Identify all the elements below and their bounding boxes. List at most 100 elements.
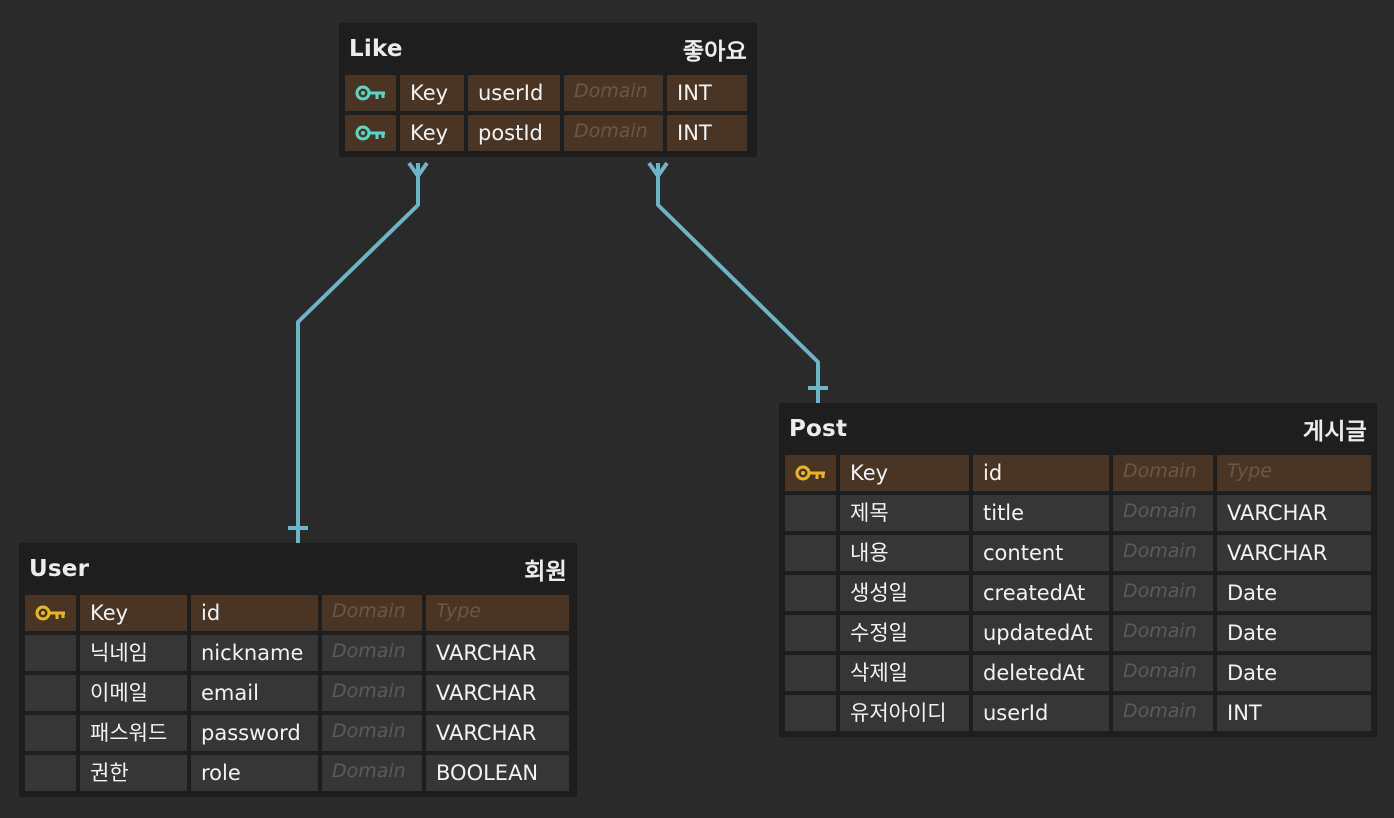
column-comment[interactable]: 이메일 (80, 675, 187, 711)
column-name[interactable]: content (973, 535, 1109, 571)
table-like[interactable]: Like 좋아요 Key userId Domain INT Key postI… (339, 23, 757, 157)
column-domain[interactable]: Domain (322, 755, 422, 791)
column-domain[interactable]: Domain (1113, 695, 1213, 731)
column-icon-slot (785, 495, 836, 531)
column-icon-slot (25, 715, 76, 751)
column-key-label: Key (400, 115, 464, 151)
table-name: User (29, 556, 90, 582)
fk-key-icon (345, 75, 396, 111)
column-type[interactable]: Date (1217, 575, 1371, 611)
table-row[interactable]: Key postId Domain INT (345, 115, 751, 151)
column-type[interactable]: INT (667, 115, 747, 151)
column-name[interactable]: id (973, 455, 1109, 491)
table-row[interactable]: Key userId Domain INT (345, 75, 751, 111)
column-type[interactable]: VARCHAR (1217, 495, 1371, 531)
column-domain[interactable]: Domain (1113, 575, 1213, 611)
column-type[interactable]: VARCHAR (426, 635, 569, 671)
column-name[interactable]: title (973, 495, 1109, 531)
pk-key-icon (785, 455, 836, 491)
column-type[interactable]: Date (1217, 655, 1371, 691)
table-header: Like 좋아요 (345, 23, 751, 75)
column-comment[interactable]: 삭제일 (840, 655, 969, 691)
column-type[interactable]: INT (667, 75, 747, 111)
column-icon-slot (785, 615, 836, 651)
column-name[interactable]: password (191, 715, 318, 751)
table-name: Post (789, 416, 848, 442)
column-comment[interactable]: 수정일 (840, 615, 969, 651)
column-domain[interactable]: Domain (322, 715, 422, 751)
table-row[interactable]: 이메일 email Domain VARCHAR (25, 675, 571, 711)
column-key-label: Key (840, 455, 969, 491)
user-like-line (296, 163, 420, 543)
table-post[interactable]: Post 게시글 Key id Domain Type 제목 title Dom… (779, 403, 1377, 737)
column-domain[interactable]: Domain (322, 675, 422, 711)
column-name[interactable]: updatedAt (973, 615, 1109, 651)
column-domain[interactable]: Domain (1113, 495, 1213, 531)
column-domain[interactable]: Domain (1113, 655, 1213, 691)
column-icon-slot (25, 675, 76, 711)
table-row[interactable]: 수정일 updatedAt Domain Date (785, 615, 1371, 651)
table-row[interactable]: 닉네임 nickname Domain VARCHAR (25, 635, 571, 671)
column-icon-slot (25, 755, 76, 791)
table-row[interactable]: Key id Domain Type (25, 595, 571, 631)
table-row[interactable]: 권한 role Domain BOOLEAN (25, 755, 571, 791)
column-name[interactable]: userId (973, 695, 1109, 731)
table-comment: 좋아요 (682, 39, 747, 65)
column-type[interactable]: VARCHAR (1217, 535, 1371, 571)
column-icon-slot (785, 655, 836, 691)
table-row[interactable]: 삭제일 deletedAt Domain Date (785, 655, 1371, 691)
column-domain[interactable]: Domain (322, 595, 422, 631)
column-type[interactable]: Type (426, 595, 569, 631)
column-comment[interactable]: 패스워드 (80, 715, 187, 751)
column-domain[interactable]: Domain (1113, 455, 1213, 491)
column-comment[interactable]: 유저아이디 (840, 695, 969, 731)
column-domain[interactable]: Domain (564, 75, 663, 111)
column-name[interactable]: nickname (191, 635, 318, 671)
table-comment: 회원 (524, 559, 567, 585)
column-name[interactable]: createdAt (973, 575, 1109, 611)
column-comment[interactable]: 내용 (840, 535, 969, 571)
table-row[interactable]: 패스워드 password Domain VARCHAR (25, 715, 571, 751)
table-row[interactable]: 생성일 createdAt Domain Date (785, 575, 1371, 611)
table-user[interactable]: User 회원 Key id Domain Type 닉네임 nickname … (19, 543, 577, 797)
column-domain[interactable]: Domain (1113, 535, 1213, 571)
column-domain[interactable]: Domain (1113, 615, 1213, 651)
column-comment[interactable]: 생성일 (840, 575, 969, 611)
table-row[interactable]: 유저아이디 userId Domain INT (785, 695, 1371, 731)
table-comment: 게시글 (1302, 419, 1367, 445)
table-row[interactable]: Key id Domain Type (785, 455, 1371, 491)
table-header: User 회원 (25, 543, 571, 595)
column-type[interactable]: Date (1217, 615, 1371, 651)
crows-foot-many-icon (647, 161, 669, 178)
column-key-label: Key (400, 75, 464, 111)
column-type[interactable]: INT (1217, 695, 1371, 731)
column-type[interactable]: BOOLEAN (426, 755, 569, 791)
crows-foot-many-icon (407, 161, 429, 178)
pk-key-icon (25, 595, 76, 631)
table-row[interactable]: 제목 title Domain VARCHAR (785, 495, 1371, 531)
column-comment[interactable]: 제목 (840, 495, 969, 531)
column-name[interactable]: deletedAt (973, 655, 1109, 691)
column-icon-slot (785, 535, 836, 571)
column-comment[interactable]: 권한 (80, 755, 187, 791)
column-domain[interactable]: Domain (322, 635, 422, 671)
column-name[interactable]: email (191, 675, 318, 711)
user-like-relationship[interactable] (288, 161, 429, 543)
column-comment[interactable]: 닉네임 (80, 635, 187, 671)
column-type[interactable]: VARCHAR (426, 675, 569, 711)
column-icon-slot (785, 695, 836, 731)
column-type[interactable]: Type (1217, 455, 1371, 491)
column-name[interactable]: id (191, 595, 318, 631)
post-like-line (656, 163, 820, 403)
column-name[interactable]: role (191, 755, 318, 791)
column-name[interactable]: postId (468, 115, 560, 151)
post-like-relationship[interactable] (647, 161, 828, 403)
table-row[interactable]: 내용 content Domain VARCHAR (785, 535, 1371, 571)
fk-key-icon (345, 115, 396, 151)
column-domain[interactable]: Domain (564, 115, 663, 151)
column-icon-slot (785, 575, 836, 611)
column-key-label: Key (80, 595, 187, 631)
table-name: Like (349, 36, 403, 62)
column-name[interactable]: userId (468, 75, 560, 111)
column-type[interactable]: VARCHAR (426, 715, 569, 751)
